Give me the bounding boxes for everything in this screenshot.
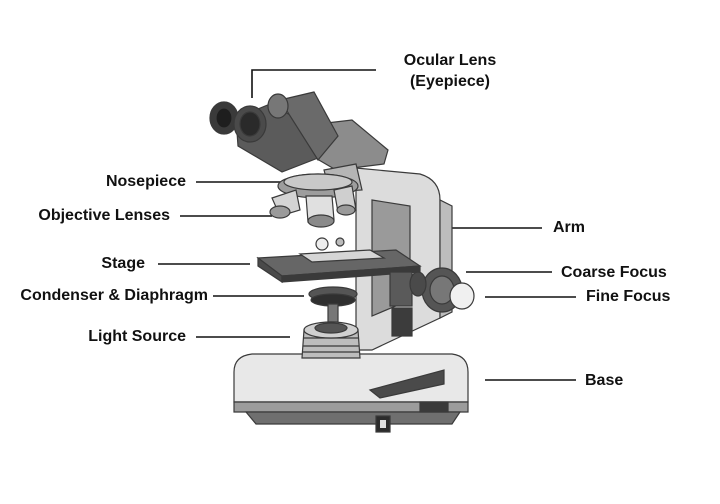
light-source: [301, 321, 361, 359]
label-coarse-focus: Coarse Focus: [561, 264, 667, 281]
condenser-diaphragm: [308, 286, 358, 323]
microscope-base: [233, 353, 469, 433]
eyepieces: [209, 91, 339, 173]
label-nosepiece: Nosepiece: [105, 173, 186, 190]
label-fine-focus: Fine Focus: [586, 288, 671, 305]
label-base: Base: [585, 372, 624, 389]
label-ocular-line2: (Eyepiece): [409, 73, 491, 90]
leader-lines: [158, 69, 576, 381]
objective-lenses: [269, 185, 357, 228]
label-light-source: Light Source: [88, 328, 186, 345]
label-ocular-lens: Ocular Lens (Eyepiece): [380, 50, 520, 92]
microscope-illustration: [209, 91, 475, 433]
label-condenser-diaphragm: Condenser & Diaphragm: [20, 287, 208, 304]
leader-ocular: [251, 69, 376, 98]
label-arm: Arm: [553, 219, 586, 236]
label-stage: Stage: [101, 255, 145, 272]
label-objective-lenses: Objective Lenses: [38, 207, 170, 224]
label-ocular-line1: Ocular Lens: [403, 52, 497, 69]
focus-knobs: [389, 267, 475, 337]
